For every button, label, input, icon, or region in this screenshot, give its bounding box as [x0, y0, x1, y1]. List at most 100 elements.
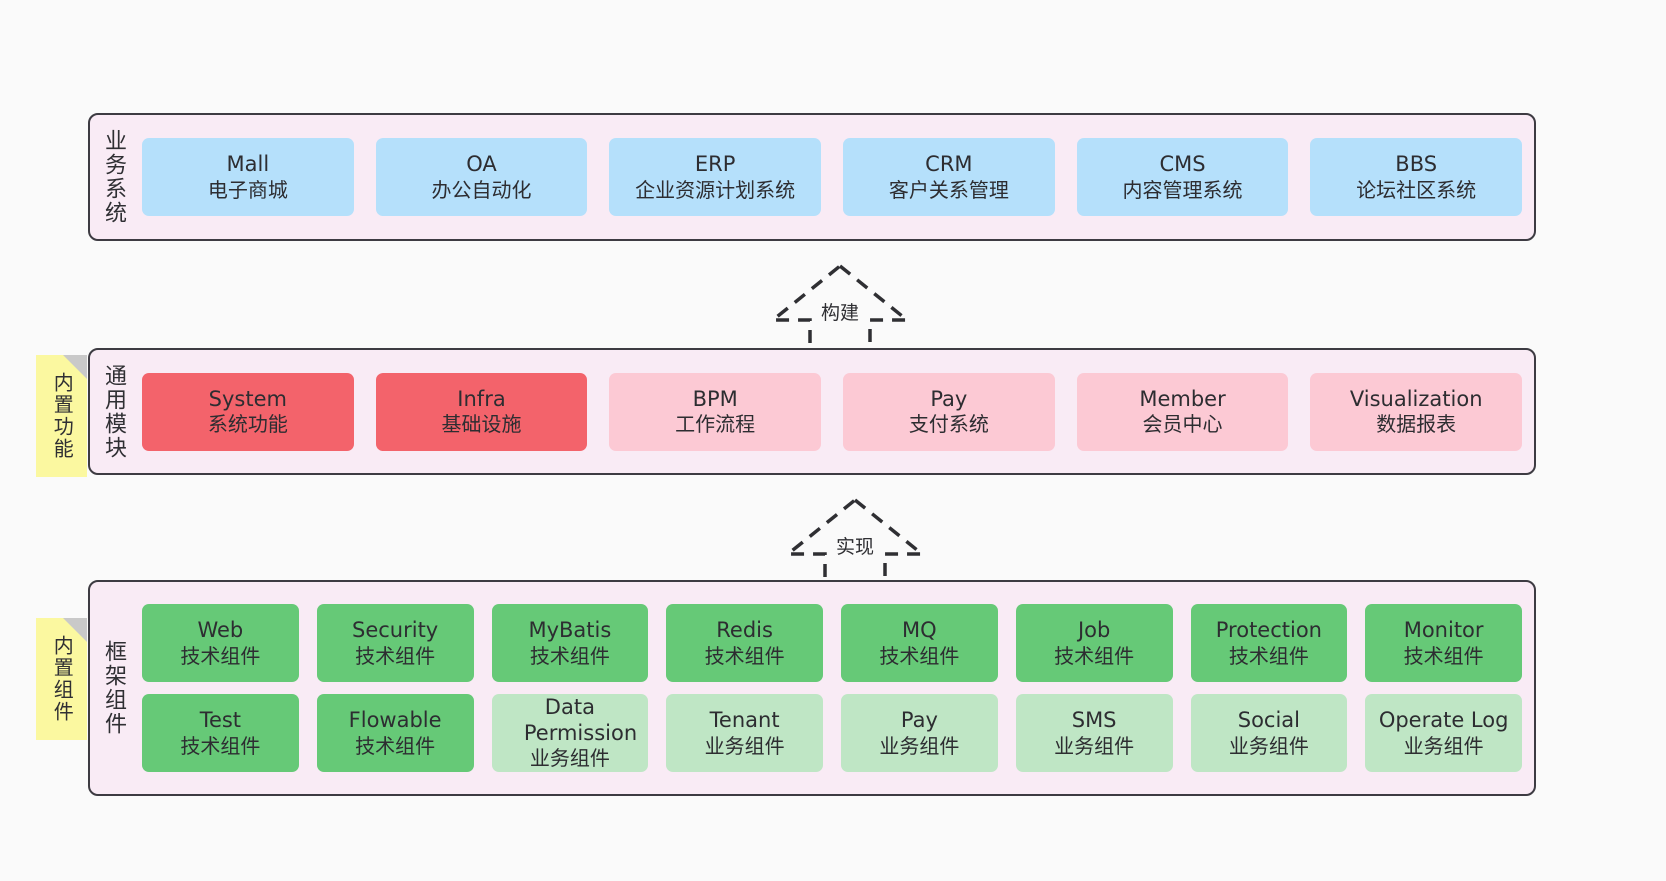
module-card-bbs[interactable]: BBS 论坛社区系统 [1310, 138, 1523, 216]
layer-row: Mall 电子商城 OA 办公自动化 ERP 企业资源计划系统 CRM 客户关系… [142, 138, 1523, 216]
module-card-operate-log[interactable]: Operate Log 业务组件 [1365, 694, 1522, 772]
module-name: CMS [1159, 152, 1206, 176]
module-desc: 业务组件 [1054, 733, 1135, 758]
layer-body-business: Mall 电子商城 OA 办公自动化 ERP 企业资源计划系统 CRM 客户关系… [136, 115, 1534, 239]
module-desc: 技术组件 [355, 733, 436, 758]
module-card-protection[interactable]: Protection 技术组件 [1190, 604, 1348, 682]
module-desc: 技术组件 [1228, 643, 1309, 668]
layer-title-business: 业务系统 [100, 129, 126, 225]
module-desc: 业务组件 [1403, 733, 1484, 758]
module-desc: 技术组件 [1403, 643, 1484, 668]
module-desc: 工作流程 [675, 412, 756, 437]
module-card-crm[interactable]: CRM 客户关系管理 [843, 138, 1055, 216]
sticky-note-text: 内置组件 [50, 635, 75, 723]
module-name: Tenant [709, 708, 780, 732]
module-card-cms[interactable]: CMS 内容管理系统 [1076, 138, 1289, 216]
layer-row: System 系统功能 Infra 基础设施 BPM 工作流程 Pay 支付系统… [142, 372, 1523, 451]
module-name: Operate Log [1378, 708, 1509, 732]
module-desc: 数据报表 [1376, 412, 1457, 437]
module-name: SMS [1071, 708, 1117, 732]
module-card-job[interactable]: Job 技术组件 [1015, 604, 1173, 682]
module-card-web[interactable]: Web 技术组件 [142, 604, 299, 682]
module-name: ERP [694, 152, 736, 176]
sticky-note-builtin-function: 内置功能 [36, 355, 87, 477]
module-desc: 基础设施 [441, 412, 522, 437]
layer-business-system: 业务系统 Mall 电子商城 OA 办公自动化 ERP 企业资源计划系统 CRM… [88, 113, 1536, 241]
module-card-mall[interactable]: Mall 电子商城 [142, 138, 354, 216]
module-card-visualization[interactable]: Visualization 数据报表 [1310, 372, 1523, 451]
module-card-test[interactable]: Test 技术组件 [142, 694, 299, 772]
module-desc: 技术组件 [529, 643, 610, 668]
layer-body-common: System 系统功能 Infra 基础设施 BPM 工作流程 Pay 支付系统… [136, 350, 1534, 473]
layer-common-module: 通用模块 System 系统功能 Infra 基础设施 BPM 工作流程 Pay… [88, 348, 1536, 475]
arrow-implement: 实现 [770, 492, 940, 588]
module-desc: 论坛社区系统 [1356, 177, 1477, 202]
module-card-sms[interactable]: SMS 业务组件 [1015, 694, 1173, 772]
module-name: Data Permission [523, 695, 638, 745]
module-name: Security [352, 618, 439, 642]
layer-body-framework: Web 技术组件 Security 技术组件 MyBatis 技术组件 Redi… [136, 582, 1534, 794]
module-card-mybatis[interactable]: MyBatis 技术组件 [491, 604, 649, 682]
module-card-social[interactable]: Social 业务组件 [1190, 694, 1348, 772]
module-card-tenant[interactable]: Tenant 业务组件 [666, 694, 823, 772]
module-name: Web [197, 618, 244, 642]
arrow-implement-shape [783, 497, 927, 586]
module-card-security[interactable]: Security 技术组件 [316, 604, 474, 682]
module-desc: 企业资源计划系统 [635, 177, 796, 202]
arrow-build: 构建 [755, 258, 925, 354]
module-name: MQ [902, 618, 937, 642]
module-desc: 业务组件 [1228, 733, 1309, 758]
module-desc: 电子商城 [207, 177, 288, 202]
module-name: Redis [716, 618, 773, 642]
module-desc: 系统功能 [207, 412, 288, 437]
module-card-oa[interactable]: OA 办公自动化 [375, 138, 588, 216]
module-card-erp[interactable]: ERP 企业资源计划系统 [609, 138, 822, 216]
module-desc: 技术组件 [1054, 643, 1135, 668]
module-name: CRM [925, 152, 973, 176]
module-card-pay-business[interactable]: Pay 业务组件 [841, 694, 998, 772]
module-name: System [208, 386, 287, 411]
module-name: MyBatis [528, 618, 612, 642]
module-name: BBS [1395, 152, 1438, 176]
module-name: BPM [692, 386, 738, 411]
module-name: Monitor [1403, 618, 1484, 642]
module-card-system[interactable]: System 系统功能 [142, 372, 354, 451]
module-desc: 业务组件 [704, 733, 785, 758]
module-card-pay[interactable]: Pay 支付系统 [843, 372, 1055, 451]
module-card-bpm[interactable]: BPM 工作流程 [609, 372, 822, 451]
module-desc: 办公自动化 [431, 177, 532, 202]
module-name: Pay [930, 386, 968, 411]
module-desc: 技术组件 [704, 643, 785, 668]
note-fold-corner-icon [63, 618, 87, 642]
module-card-monitor[interactable]: Monitor 技术组件 [1365, 604, 1522, 682]
layer-row: Test 技术组件 Flowable 技术组件 Data Permission … [142, 694, 1522, 772]
layer-title-common: 通用模块 [100, 363, 126, 460]
module-desc: 技术组件 [355, 643, 436, 668]
module-desc: 支付系统 [908, 412, 989, 437]
arrow-build-shape [768, 263, 912, 352]
module-card-member[interactable]: Member 会员中心 [1076, 372, 1289, 451]
module-name: Visualization [1349, 386, 1483, 411]
module-card-redis[interactable]: Redis 技术组件 [666, 604, 823, 682]
module-desc: 会员中心 [1142, 412, 1223, 437]
module-name: Member [1139, 386, 1226, 411]
module-name: Mall [226, 152, 270, 176]
module-name: OA [466, 152, 497, 176]
module-card-flowable[interactable]: Flowable 技术组件 [316, 694, 474, 772]
module-desc: 内容管理系统 [1122, 177, 1243, 202]
module-name: Protection [1215, 618, 1322, 642]
layer-title-framework: 框架组件 [100, 640, 126, 736]
module-card-mq[interactable]: MQ 技术组件 [841, 604, 998, 682]
layer-row: Web 技术组件 Security 技术组件 MyBatis 技术组件 Redi… [142, 604, 1522, 682]
module-desc: 业务组件 [529, 746, 610, 771]
module-card-infra[interactable]: Infra 基础设施 [375, 372, 588, 451]
module-name: Job [1077, 618, 1111, 642]
module-name: Infra [457, 386, 506, 411]
module-card-data-permission[interactable]: Data Permission 业务组件 [491, 694, 649, 772]
sticky-note-builtin-component: 内置组件 [36, 618, 87, 740]
sticky-note-text: 内置功能 [50, 372, 75, 460]
module-name: Flowable [348, 708, 442, 732]
module-desc: 技术组件 [180, 643, 261, 668]
module-name: Test [199, 708, 242, 732]
